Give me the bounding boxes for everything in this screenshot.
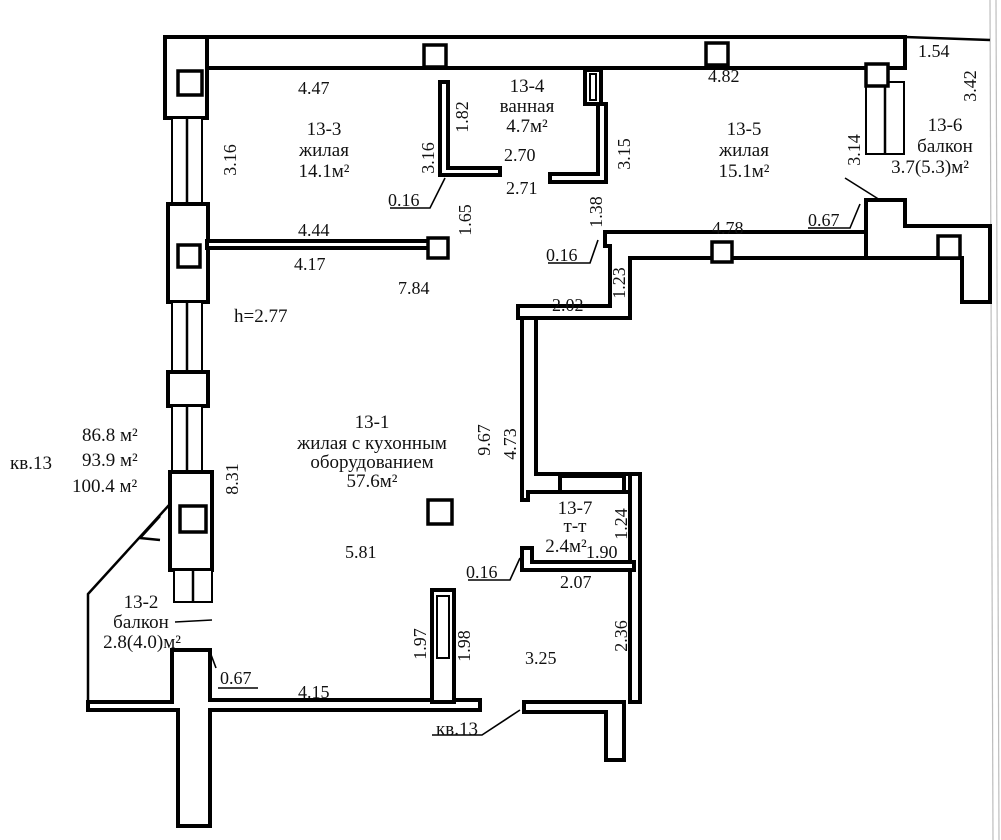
room-13-4-id: 13-4: [510, 76, 545, 97]
leader-lines: [174, 177, 881, 736]
apartment-label: кв.13: [10, 453, 52, 474]
room-13-7-label: 13-7 т-т 2.4м²: [545, 498, 592, 557]
room-13-7-area: 2.4м²: [545, 536, 587, 557]
dim-3-16-right: 3.16: [418, 142, 438, 174]
room-13-3-area: 14.1м²: [299, 161, 350, 182]
dim-1-38: 1.38: [586, 196, 606, 228]
room-13-6-label: 13-6 балкон 3.7(5.3)м²: [891, 115, 973, 178]
room-13-1-area: 57.6м²: [347, 471, 398, 492]
apartment-summary: кв.13 86.8 м² 93.9 м² 100.4 м²: [10, 425, 138, 497]
dim-3-15: 3.15: [614, 138, 634, 170]
dim-2-02: 2.02: [552, 295, 584, 315]
room-13-1-line2: оборудованием: [310, 452, 433, 473]
room-13-7-id: 13-7: [558, 498, 593, 519]
room-13-3-id: 13-3: [307, 119, 342, 140]
dim-7-84: 7.84: [398, 278, 430, 298]
area-total-2: 93.9 м²: [82, 450, 138, 471]
dim-0-67-top: 0.67: [808, 210, 840, 230]
scan-edge: [989, 0, 1000, 840]
dim-0-16-mid: 0.16: [546, 245, 578, 265]
dim-1-65: 1.65: [455, 204, 475, 236]
room-13-1-line1: жилая с кухонным: [296, 433, 447, 454]
dim-3-16-left: 3.16: [220, 144, 240, 176]
dim-1-97: 1.97: [410, 628, 430, 660]
dim-4-17: 4.17: [294, 254, 326, 274]
dim-4-15: 4.15: [298, 682, 330, 702]
area-total-1: 86.8 м²: [82, 425, 138, 446]
dim-1-98: 1.98: [454, 630, 474, 662]
dimension-labels-vertical: 3.16 3.16 1.82 3.15 3.42 3.14 1.65 1.38 …: [220, 70, 980, 662]
pillars: [176, 41, 962, 534]
room-13-3-name: жилая: [298, 140, 349, 161]
room-13-6-id: 13-6: [928, 115, 963, 136]
room-13-2-id: 13-2: [124, 592, 159, 613]
dim-1-90: 1.90: [586, 542, 618, 562]
dim-4-73: 4.73: [500, 428, 520, 460]
dim-8-31: 8.31: [222, 463, 242, 495]
dim-2-36: 2.36: [611, 620, 631, 652]
dim-0-67-low: 0.67: [220, 668, 252, 688]
interior-walls: [86, 68, 905, 704]
room-13-6-name: балкон: [917, 136, 973, 157]
dim-1-82: 1.82: [452, 101, 472, 133]
room-13-6-area: 3.7(5.3)м²: [891, 157, 969, 178]
dim-4-82: 4.82: [708, 66, 740, 86]
dim-1-54: 1.54: [918, 41, 950, 61]
dim-3-25: 3.25: [525, 648, 557, 668]
room-13-5-label: 13-5 жилая 15.1м²: [718, 119, 770, 182]
dimension-labels: 4.47 4.82 1.54 2.70 2.71 0.16 4.44 4.17 …: [220, 41, 950, 702]
area-total-3: 100.4 м²: [72, 476, 138, 497]
room-13-3-label: 13-3 жилая 14.1м²: [298, 119, 350, 182]
dim-1-23: 1.23: [609, 267, 629, 299]
ceiling-height: h=2.77: [234, 306, 287, 327]
room-13-4-name: ванная: [500, 96, 555, 117]
room-13-5-area: 15.1м²: [719, 161, 770, 182]
dim-1-24: 1.24: [611, 508, 631, 540]
dim-9-67: 9.67: [474, 424, 494, 456]
outer-walls: [86, 35, 992, 828]
room-13-2-label: 13-2 балкон 2.8(4.0)м²: [103, 592, 181, 653]
room-13-1-id: 13-1: [355, 412, 390, 433]
entrance-label: кв.13: [436, 719, 478, 740]
dim-2-07: 2.07: [560, 572, 592, 592]
room-13-4-area: 4.7м²: [506, 116, 548, 137]
room-13-5-name: жилая: [718, 140, 769, 161]
dim-0-16-top: 0.16: [388, 190, 420, 210]
room-13-4-label: 13-4 ванная 4.7м²: [500, 76, 555, 137]
dim-3-14: 3.14: [844, 134, 864, 166]
dim-3-42: 3.42: [960, 70, 980, 102]
dim-5-81: 5.81: [345, 542, 377, 562]
room-13-1-label: 13-1 жилая с кухонным оборудованием 57.6…: [296, 412, 447, 492]
dim-0-16-low: 0.16: [466, 562, 498, 582]
dim-2-71: 2.71: [506, 178, 538, 198]
room-13-2-name: балкон: [113, 612, 169, 633]
room-13-5-id: 13-5: [727, 119, 762, 140]
dim-4-78: 4.78: [712, 218, 744, 238]
room-13-2-area: 2.8(4.0)м²: [103, 632, 181, 653]
dim-2-70: 2.70: [504, 145, 536, 165]
room-13-7-name: т-т: [564, 516, 588, 537]
dim-4-47: 4.47: [298, 78, 330, 98]
dim-4-44: 4.44: [298, 220, 330, 240]
